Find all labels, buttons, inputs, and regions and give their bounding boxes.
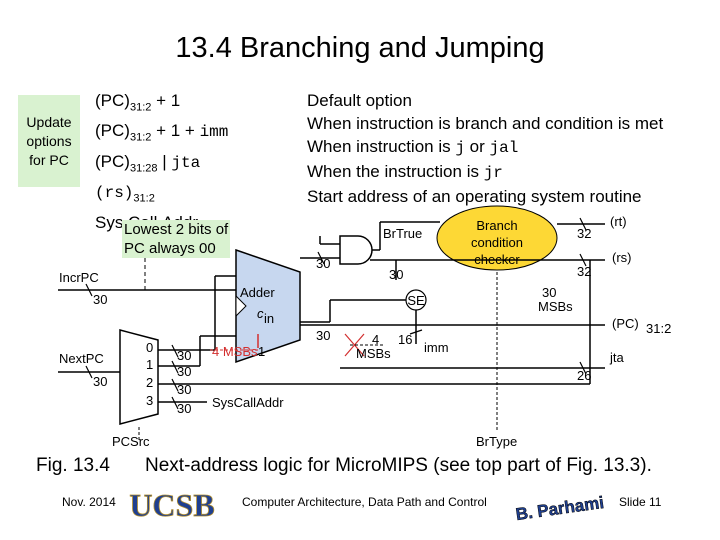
mux-input-3: 3	[146, 393, 153, 408]
option-branch: (PC)31:2 + 1 + imm	[95, 121, 229, 144]
incrpc-width: 30	[93, 292, 107, 307]
svg-text:UCSB: UCSB	[129, 487, 214, 523]
update-options-box: Update options for PC	[18, 95, 80, 187]
pc-input-label: (PC)	[612, 316, 639, 331]
imm-label: imm	[424, 340, 449, 355]
jta-label: jta	[609, 350, 625, 365]
mux-input-2: 2	[146, 375, 153, 390]
pc-width: 30	[316, 328, 330, 343]
lowest-bits-note: Lowest 2 bits of PC always 00	[122, 220, 231, 258]
svg-text:B. Parhami: B. Parhami	[514, 493, 605, 524]
footer-slide-number: Slide 11	[619, 495, 662, 509]
rs-width: 32	[577, 264, 591, 279]
desc-jr: When the instruction is jr	[307, 162, 503, 182]
and-gate	[339, 235, 373, 265]
footer-date: Nov. 2014	[62, 495, 116, 509]
author-logo: B. Parhami	[514, 493, 605, 525]
footer-course: Computer Architecture, Data Path and Con…	[242, 495, 487, 509]
mux-width-3: 30	[177, 401, 191, 416]
pc-msbs-label: MSBs	[356, 346, 391, 361]
update-line-2: options	[26, 132, 72, 149]
figure-number: Fig. 13.4	[36, 455, 110, 476]
desc-branch: When instruction is branch and condition…	[307, 114, 664, 133]
mux-input-0: 0	[146, 340, 153, 355]
rs-msbs-label: MSBs	[538, 299, 573, 314]
pc-msbs-count: 4	[372, 332, 379, 347]
option-jr: (rs)31:2	[95, 184, 155, 205]
mux-input-1: 1	[146, 357, 153, 372]
update-line-1: Update	[26, 113, 72, 130]
pc-options-descriptions: Default option When instruction is branc…	[307, 89, 663, 208]
nextpc-label: NextPC	[59, 351, 104, 366]
svg-text:condition: condition	[471, 235, 523, 250]
jta-width: 26	[577, 368, 591, 383]
rt-width: 32	[577, 226, 591, 241]
figure-caption: Next-address logic for MicroMIPS (see to…	[145, 455, 652, 476]
pc-mux	[119, 329, 159, 425]
brtype-label: BrType	[476, 434, 517, 449]
svg-text:SE: SE	[407, 293, 425, 308]
adder	[235, 248, 301, 364]
adder-label: Adder	[240, 285, 275, 300]
rs-msbs-count: 30	[542, 285, 556, 300]
pc-input-sub: 31:2	[646, 321, 671, 336]
adder-in-width: 30	[389, 267, 403, 282]
carry-in-label: c	[257, 306, 264, 321]
option-default: (PC)31:2 + 1	[95, 91, 181, 114]
pcsrc-label: PCSrc	[112, 434, 150, 449]
brtrue-label: BrTrue	[383, 226, 422, 241]
mux-width-0: 30	[177, 348, 191, 363]
carry-in-sub: in	[264, 311, 274, 326]
nextpc-width: 30	[93, 374, 107, 389]
mux-width-2: 30	[177, 382, 191, 397]
desc-jump: When instruction is j or jal	[307, 137, 519, 157]
and-width: 30	[316, 256, 330, 271]
update-line-3: for PC	[29, 151, 69, 168]
desc-default: Default option	[307, 91, 412, 110]
desc-syscall: Start address of an operating system rou…	[307, 187, 642, 206]
rt-label: (rt)	[610, 214, 627, 229]
incrpc-label: IncrPC	[59, 270, 99, 285]
carry-one-label: 1	[258, 344, 265, 359]
option-jump: (PC)31:28 | jta	[95, 151, 201, 175]
branch-condition-checker	[436, 205, 558, 271]
svg-text:Branch: Branch	[476, 218, 517, 233]
ucsb-logo: UCSB	[129, 487, 215, 524]
pc-options-list: (PC)31:2 + 1 (PC)31:2 + 1 + imm (PC)31:2…	[95, 89, 228, 234]
four-msbs-red-label: 4 MSBs	[212, 344, 258, 359]
imm-width: 16	[398, 332, 412, 347]
syscalladdr-label: SysCallAddr	[212, 395, 284, 410]
page-title: 13.4 Branching and Jumping	[175, 32, 545, 64]
mux-width-1: 30	[177, 364, 191, 379]
rs-label: (rs)	[612, 250, 632, 265]
